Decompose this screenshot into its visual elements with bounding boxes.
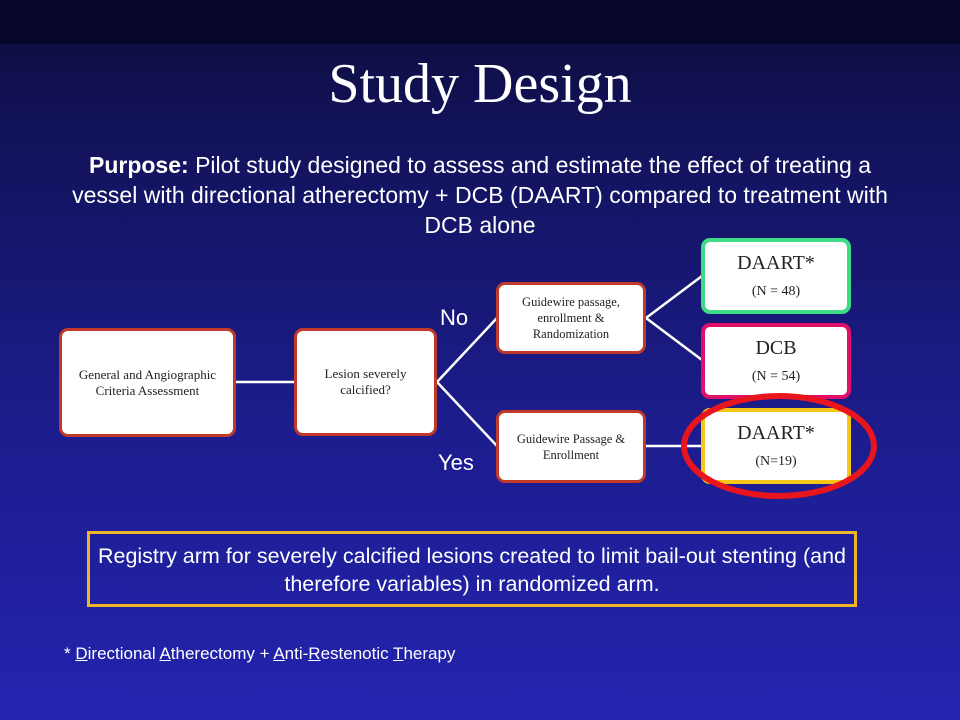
slide-title: Study Design xyxy=(328,53,632,115)
footnote-initial: T xyxy=(393,644,404,663)
footnote-word: nti- xyxy=(284,644,309,663)
registry-arm-box: DAART* (N=19) xyxy=(701,408,851,484)
dcb-arm-name: DCB xyxy=(755,337,797,359)
footnote-word: therectomy + xyxy=(170,644,274,663)
enrollment-label: Guidewire Passage & Enrollment xyxy=(516,431,626,462)
purpose-label: Purpose: xyxy=(88,152,189,178)
daart-arm-box: DAART* (N = 48) xyxy=(701,238,851,314)
top-band xyxy=(0,0,960,44)
connector-no-branch xyxy=(436,317,498,383)
purpose-text: Pilot study designed to assess and estim… xyxy=(72,152,888,238)
randomization-box: Guidewire passage, enrollment & Randomiz… xyxy=(496,282,646,354)
footnote-initial: D xyxy=(75,644,88,663)
footnote-word: estenotic xyxy=(320,644,394,663)
registry-arm-name: DAART* xyxy=(737,422,815,444)
no-branch-label: No xyxy=(440,305,469,330)
registry-note-text: Registry arm for severely calcified lesi… xyxy=(97,544,847,596)
enrollment-box: Guidewire Passage & Enrollment xyxy=(496,410,646,483)
dcb-arm-box: DCB (N = 54) xyxy=(701,323,851,399)
footnote-initial: A xyxy=(159,644,171,663)
registry-note-box: Registry arm for severely calcified lesi… xyxy=(87,531,857,607)
footnote-initial: A xyxy=(273,644,285,663)
footnote-word: herapy xyxy=(403,644,456,663)
connector-to-dcb-arm xyxy=(645,317,703,361)
criteria-assessment-label: General and Angiographic Criteria Assess… xyxy=(78,366,217,398)
purpose-statement: Purpose: Pilot study designed to assess … xyxy=(60,150,900,240)
daart-arm-name: DAART* xyxy=(737,252,815,274)
acronym-footnote: * Directional Atherectomy + Anti-Resteno… xyxy=(64,644,455,664)
footnote-initial: R xyxy=(308,644,321,663)
highlight-circle xyxy=(681,393,877,499)
footnote-star: * xyxy=(64,644,76,663)
criteria-assessment-box: General and Angiographic Criteria Assess… xyxy=(59,328,236,437)
randomization-label: Guidewire passage, enrollment & Randomiz… xyxy=(522,295,620,341)
yes-branch-label: Yes xyxy=(438,450,474,475)
connector-yes-branch xyxy=(436,381,498,447)
calcified-decision-box: Lesion severely calcified? xyxy=(294,328,437,436)
connector-to-daart-arm xyxy=(645,275,703,319)
footnote-word: irectional xyxy=(87,644,160,663)
daart-arm-count: (N = 48) xyxy=(751,284,801,299)
registry-arm-count: (N=19) xyxy=(755,454,797,469)
dcb-arm-count: (N = 54) xyxy=(751,369,801,384)
calcified-decision-label: Lesion severely calcified? xyxy=(324,366,407,397)
